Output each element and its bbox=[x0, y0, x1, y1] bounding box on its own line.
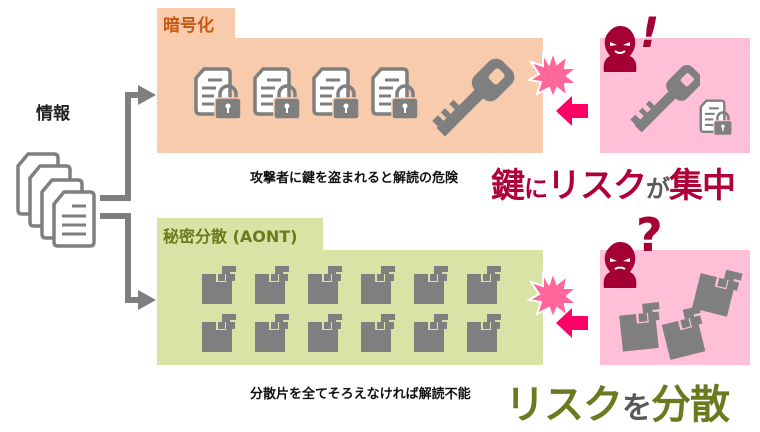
headline-concentrated: 集中 bbox=[669, 166, 736, 206]
attack-arrow-icon bbox=[556, 94, 590, 128]
data-fragment-icon bbox=[414, 314, 448, 352]
fragment-grid bbox=[200, 266, 503, 354]
data-fragment-icon bbox=[202, 314, 236, 352]
secret-sharing-headline: リスクを分散 bbox=[505, 372, 730, 430]
data-fragment-icon bbox=[202, 266, 236, 304]
attack-arrow-icon bbox=[556, 306, 590, 340]
locked-document-icon bbox=[312, 67, 360, 120]
headline-distributed: 分散 bbox=[651, 382, 730, 428]
burst-icon bbox=[527, 270, 579, 320]
attacker-icon bbox=[596, 240, 642, 290]
encryption-tab bbox=[157, 8, 235, 40]
encryption-description: 攻撃者に鍵を盗まれると解読の危険 bbox=[250, 171, 459, 186]
burst-icon bbox=[527, 50, 579, 100]
scattered-fragment-icon bbox=[616, 301, 667, 355]
secret-sharing-tab bbox=[157, 218, 323, 252]
data-fragment-icon bbox=[255, 314, 289, 352]
encryption-title: 暗号化 bbox=[163, 16, 214, 36]
stolen-key-icon bbox=[630, 62, 700, 142]
headline-ga: が bbox=[646, 175, 670, 203]
alert-exclamation: ! bbox=[640, 8, 660, 57]
locked-document-icon bbox=[253, 67, 301, 120]
secret-sharing-description: 分散片を全てそろえなければ解読不能 bbox=[250, 387, 471, 402]
headline-wo: を bbox=[622, 391, 652, 426]
data-fragment-icon bbox=[467, 266, 501, 304]
data-fragment-icon bbox=[361, 314, 395, 352]
headline-risk: リスク bbox=[505, 382, 623, 428]
scattered-fragment-icon bbox=[689, 263, 745, 321]
data-fragment-icon bbox=[308, 314, 342, 352]
attacker-icon bbox=[596, 24, 642, 74]
encrypted-files bbox=[192, 66, 421, 122]
secret-sharing-title: 秘密分散 (AONT) bbox=[163, 227, 298, 246]
info-label: 情報 bbox=[36, 104, 70, 124]
locked-document-icon bbox=[371, 67, 419, 120]
locked-document-icon bbox=[194, 67, 242, 120]
data-fragment-icon bbox=[308, 266, 342, 304]
data-fragment-icon bbox=[467, 314, 501, 352]
branch-connector bbox=[98, 82, 160, 314]
data-fragment-icon bbox=[255, 266, 289, 304]
data-fragment-icon bbox=[361, 266, 395, 304]
headline-key: 鍵 bbox=[491, 166, 525, 206]
headline-risk: リスク bbox=[547, 166, 647, 206]
headline-ni: に bbox=[524, 175, 548, 203]
stacked-documents-icon bbox=[10, 148, 102, 248]
question-mark: ? bbox=[636, 208, 663, 262]
scattered-fragment-icon bbox=[657, 305, 713, 363]
key-icon bbox=[428, 54, 520, 144]
data-fragment-icon bbox=[414, 266, 448, 304]
encryption-headline: 鍵にリスクが集中 bbox=[491, 158, 736, 207]
stolen-locked-document-icon bbox=[698, 98, 734, 138]
